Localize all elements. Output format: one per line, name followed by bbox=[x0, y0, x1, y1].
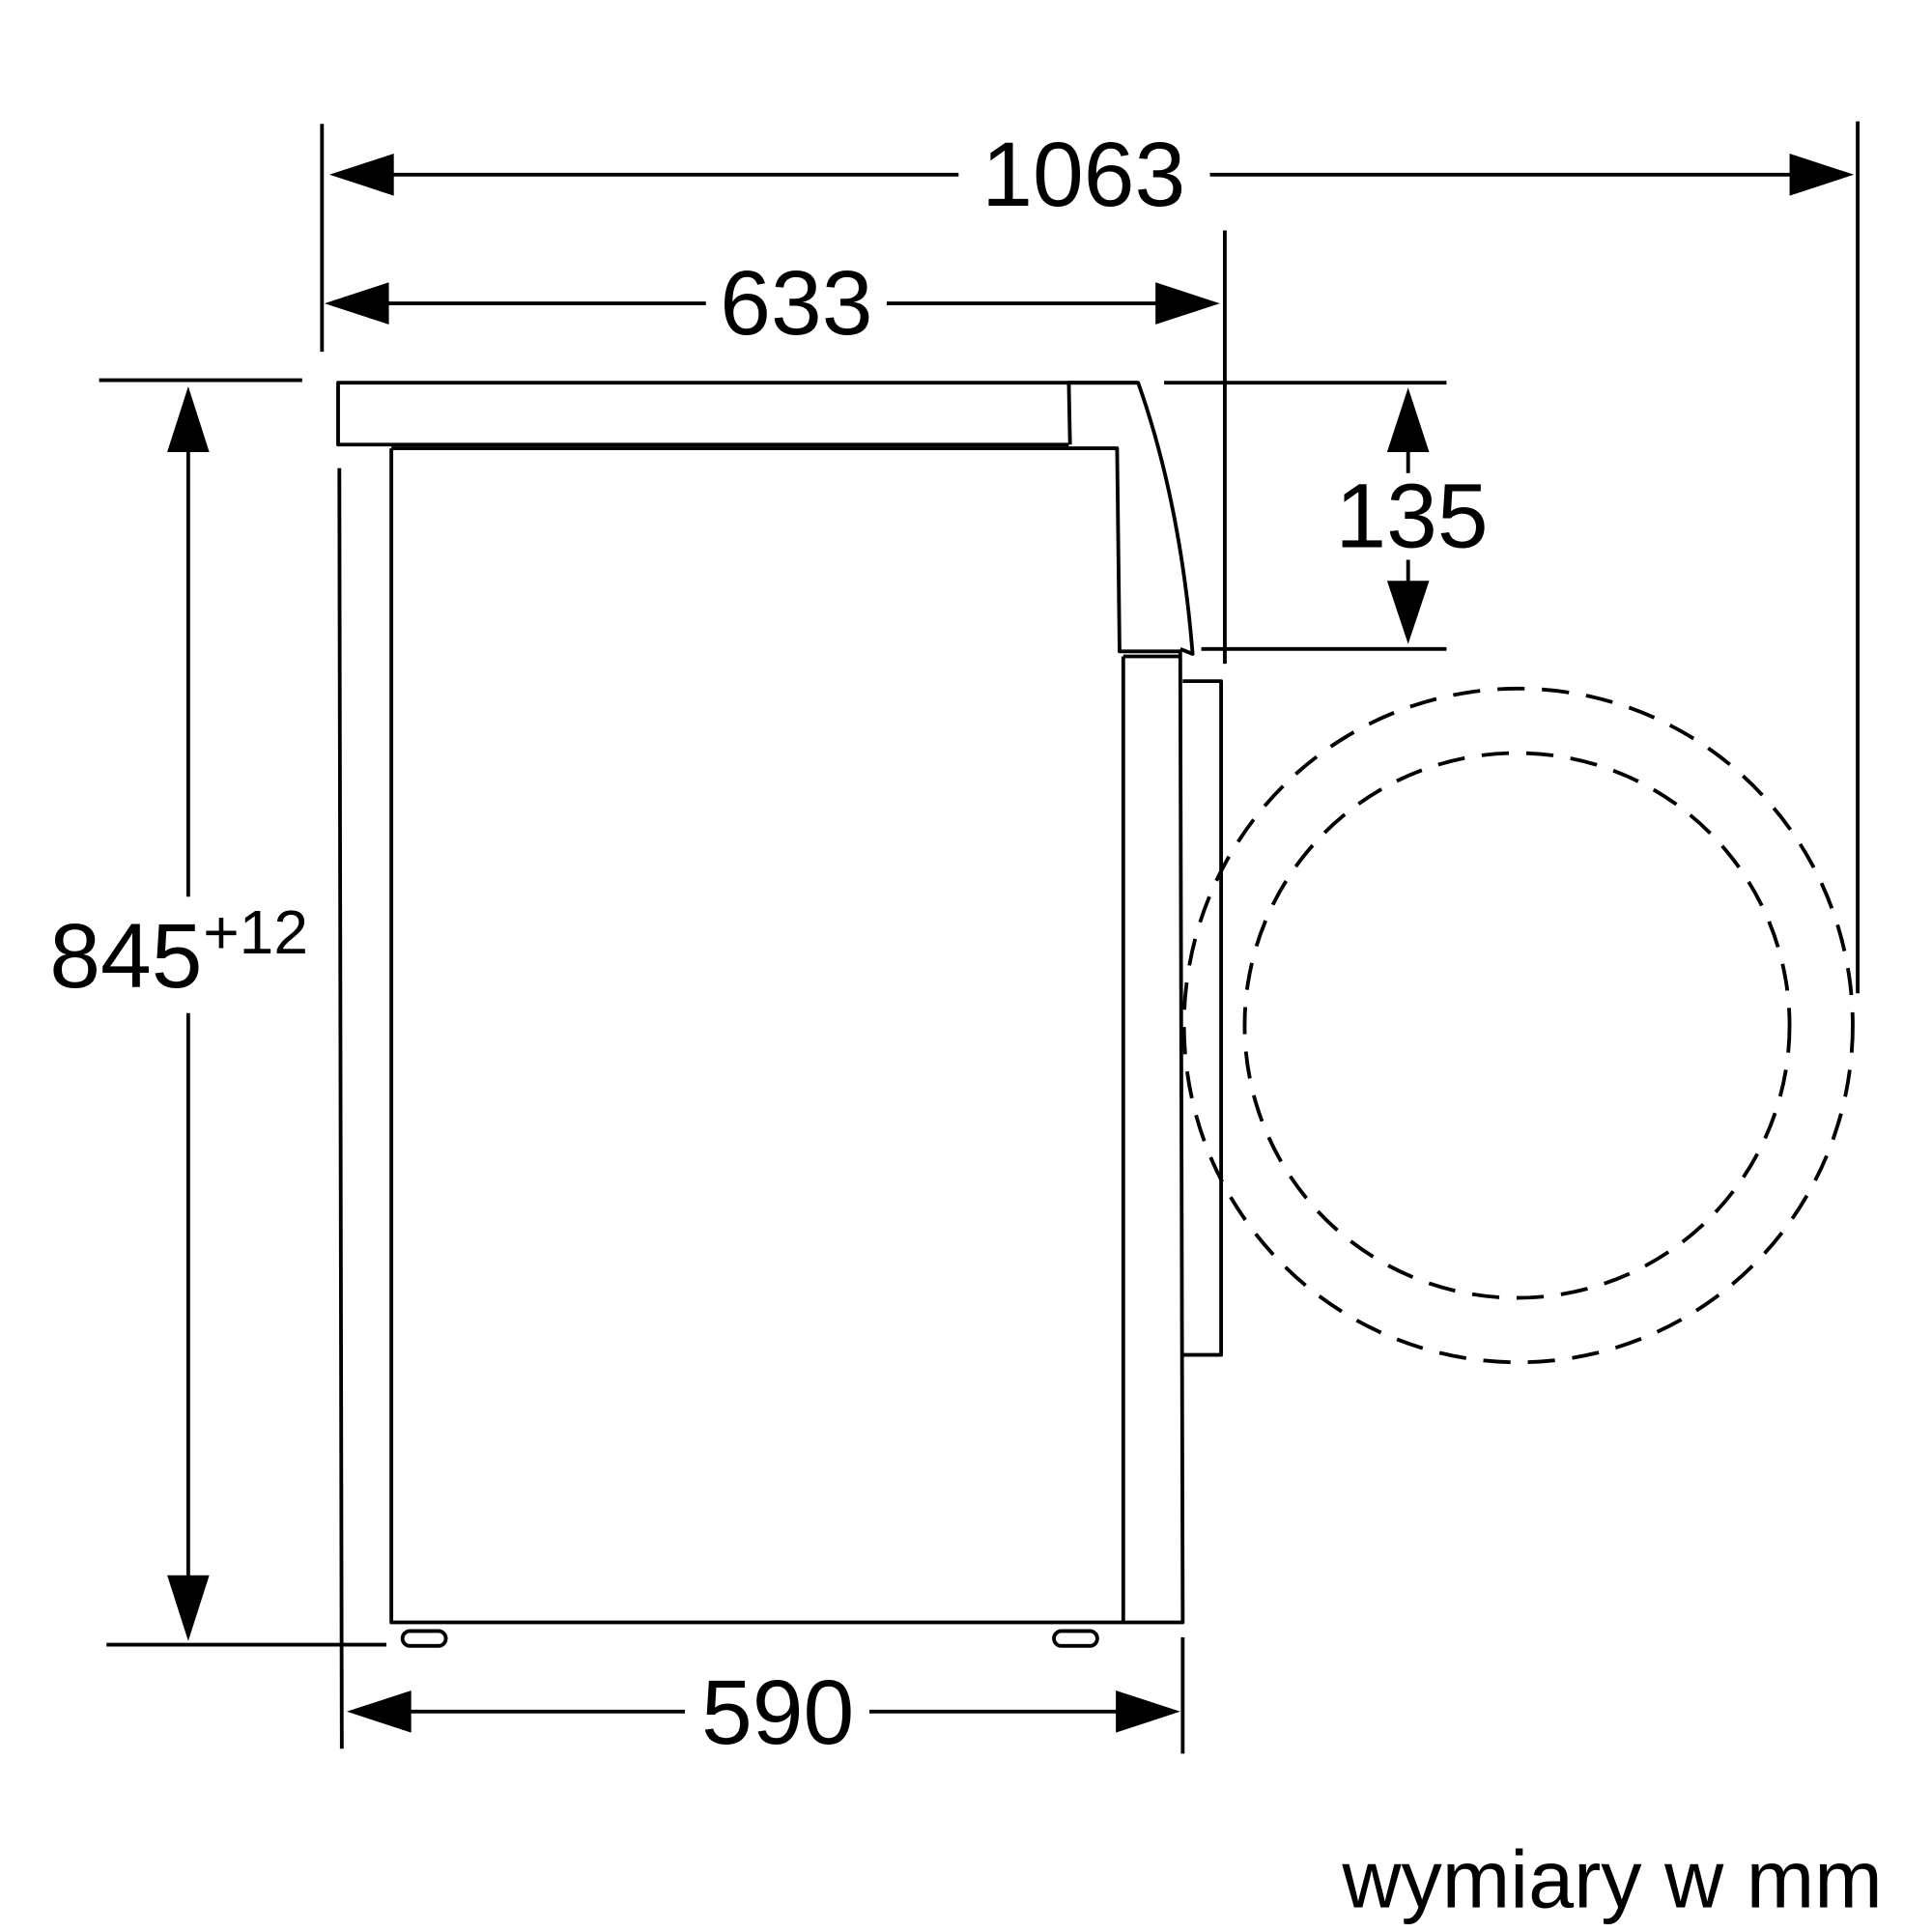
arrow-left-icon bbox=[324, 282, 389, 325]
arrow-down-icon bbox=[167, 1575, 210, 1641]
door-offset-label: 135 bbox=[1335, 466, 1488, 568]
units-note: wymiary w mm bbox=[1341, 1833, 1882, 1924]
extension-lines bbox=[99, 121, 1861, 1754]
arrow-left-icon bbox=[329, 153, 394, 196]
height-label: 845 bbox=[49, 905, 202, 1008]
arrow-right-icon bbox=[1155, 282, 1220, 325]
dimension-base-depth: 590 bbox=[346, 1662, 1180, 1764]
dimension-door-offset: 135 bbox=[1335, 387, 1489, 644]
arrow-right-icon bbox=[1789, 153, 1855, 196]
foot bbox=[400, 1629, 448, 1648]
dimension-height: 845 +12 bbox=[49, 386, 308, 1641]
door-swing bbox=[1181, 686, 1855, 1365]
body-depth-label: 633 bbox=[720, 252, 872, 355]
total-depth-label: 1063 bbox=[981, 124, 1185, 226]
height-tolerance: +12 bbox=[203, 897, 308, 967]
arrow-down-icon bbox=[1386, 581, 1430, 644]
arrow-up-icon bbox=[1386, 387, 1430, 452]
arrow-right-icon bbox=[1116, 1690, 1180, 1733]
machine-outline bbox=[336, 381, 1224, 1648]
dimension-total-depth: 1063 bbox=[329, 124, 1855, 226]
arrow-left-icon bbox=[346, 1690, 412, 1733]
arrow-up-icon bbox=[167, 386, 210, 452]
base-depth-label: 590 bbox=[701, 1662, 854, 1764]
foot bbox=[1052, 1629, 1099, 1648]
dimension-body-depth: 633 bbox=[324, 252, 1220, 355]
